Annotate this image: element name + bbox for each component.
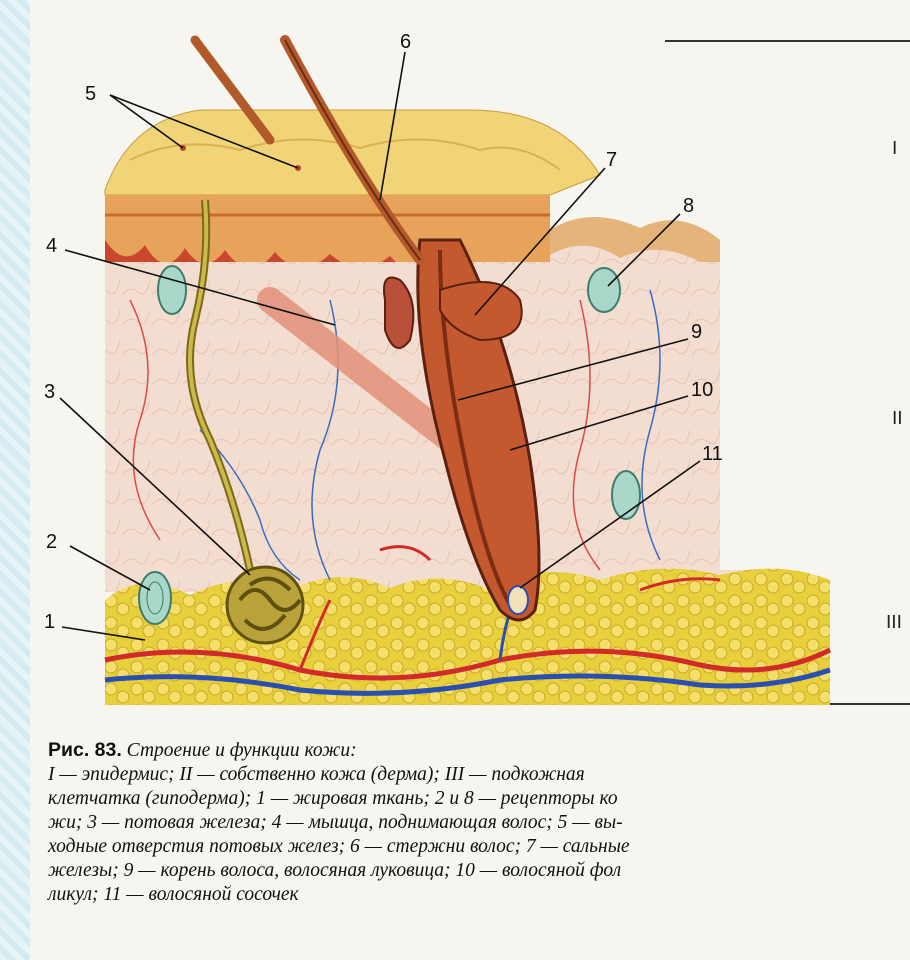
- label-7: 7: [606, 149, 617, 171]
- label-11: 11: [702, 443, 723, 465]
- caption-line-6: железы; 9 — корень волоса, волосяная лук…: [48, 859, 908, 883]
- label-5: 5: [85, 83, 96, 105]
- label-8: 8: [683, 195, 694, 217]
- label-2: 2: [46, 531, 57, 553]
- receptor-8: [588, 268, 620, 312]
- caption-line-7: ликул; 11 — волосяной сосочек: [48, 883, 908, 907]
- figure-caption: Рис. 83. Строение и функции кожи: I — эп…: [48, 738, 908, 907]
- receptor-2: [139, 572, 171, 624]
- caption-line-3: клетчатка (гиподерма); 1 — жировая ткань…: [48, 787, 908, 811]
- caption-line-4: жи; 3 — потовая железа; 4 — мышца, подни…: [48, 811, 908, 835]
- label-4: 4: [46, 235, 57, 257]
- caption-line-2: I — эпидермис; II — собственно кожа (дер…: [48, 763, 908, 787]
- receptor-8-left: [158, 266, 186, 314]
- caption-title-line: Рис. 83. Строение и функции кожи:: [48, 738, 908, 763]
- receptor-right: [612, 471, 640, 519]
- label-9: 9: [691, 321, 702, 343]
- figure-number: Рис. 83.: [48, 739, 122, 761]
- label-6: 6: [400, 31, 411, 53]
- label-3: 3: [44, 381, 55, 403]
- figure-title: Строение и функции кожи:: [127, 740, 357, 761]
- label-1: 1: [44, 611, 55, 633]
- skin-structure-diagram: 1 2 3 4 5 6 7 8 9 10 11: [0, 0, 910, 730]
- caption-line-5: ходные отверстия потовых желез; 6 — стер…: [48, 835, 908, 859]
- label-10: 10: [691, 379, 713, 401]
